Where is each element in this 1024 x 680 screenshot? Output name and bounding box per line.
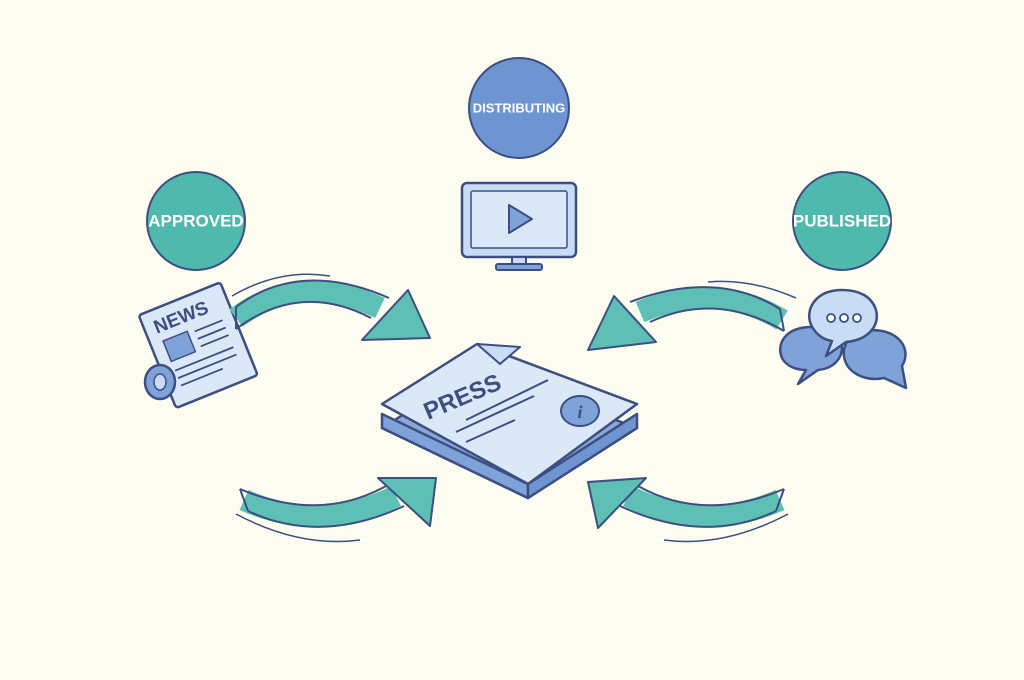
info-icon: i: [577, 402, 582, 422]
arrow-top-right: [587, 280, 797, 351]
monitor-play-icon: [460, 181, 578, 271]
press-document-icon: PRESS i: [380, 342, 639, 500]
node-published-label: PUBLISHED: [793, 212, 891, 231]
node-approved: APPROVED: [146, 171, 246, 271]
speech-bubbles-icon: [779, 288, 908, 390]
arrow-bottom-left: [235, 477, 437, 543]
node-distributing-label: DISTRIBUTING: [473, 101, 565, 116]
arrow-top-left: [229, 273, 431, 341]
node-distributing: DISTRIBUTING: [468, 57, 570, 159]
newspaper-icon: NEWS: [138, 282, 259, 409]
arrow-bottom-right: [587, 477, 789, 543]
node-approved-label: APPROVED: [148, 212, 243, 231]
node-published: PUBLISHED: [792, 171, 892, 271]
